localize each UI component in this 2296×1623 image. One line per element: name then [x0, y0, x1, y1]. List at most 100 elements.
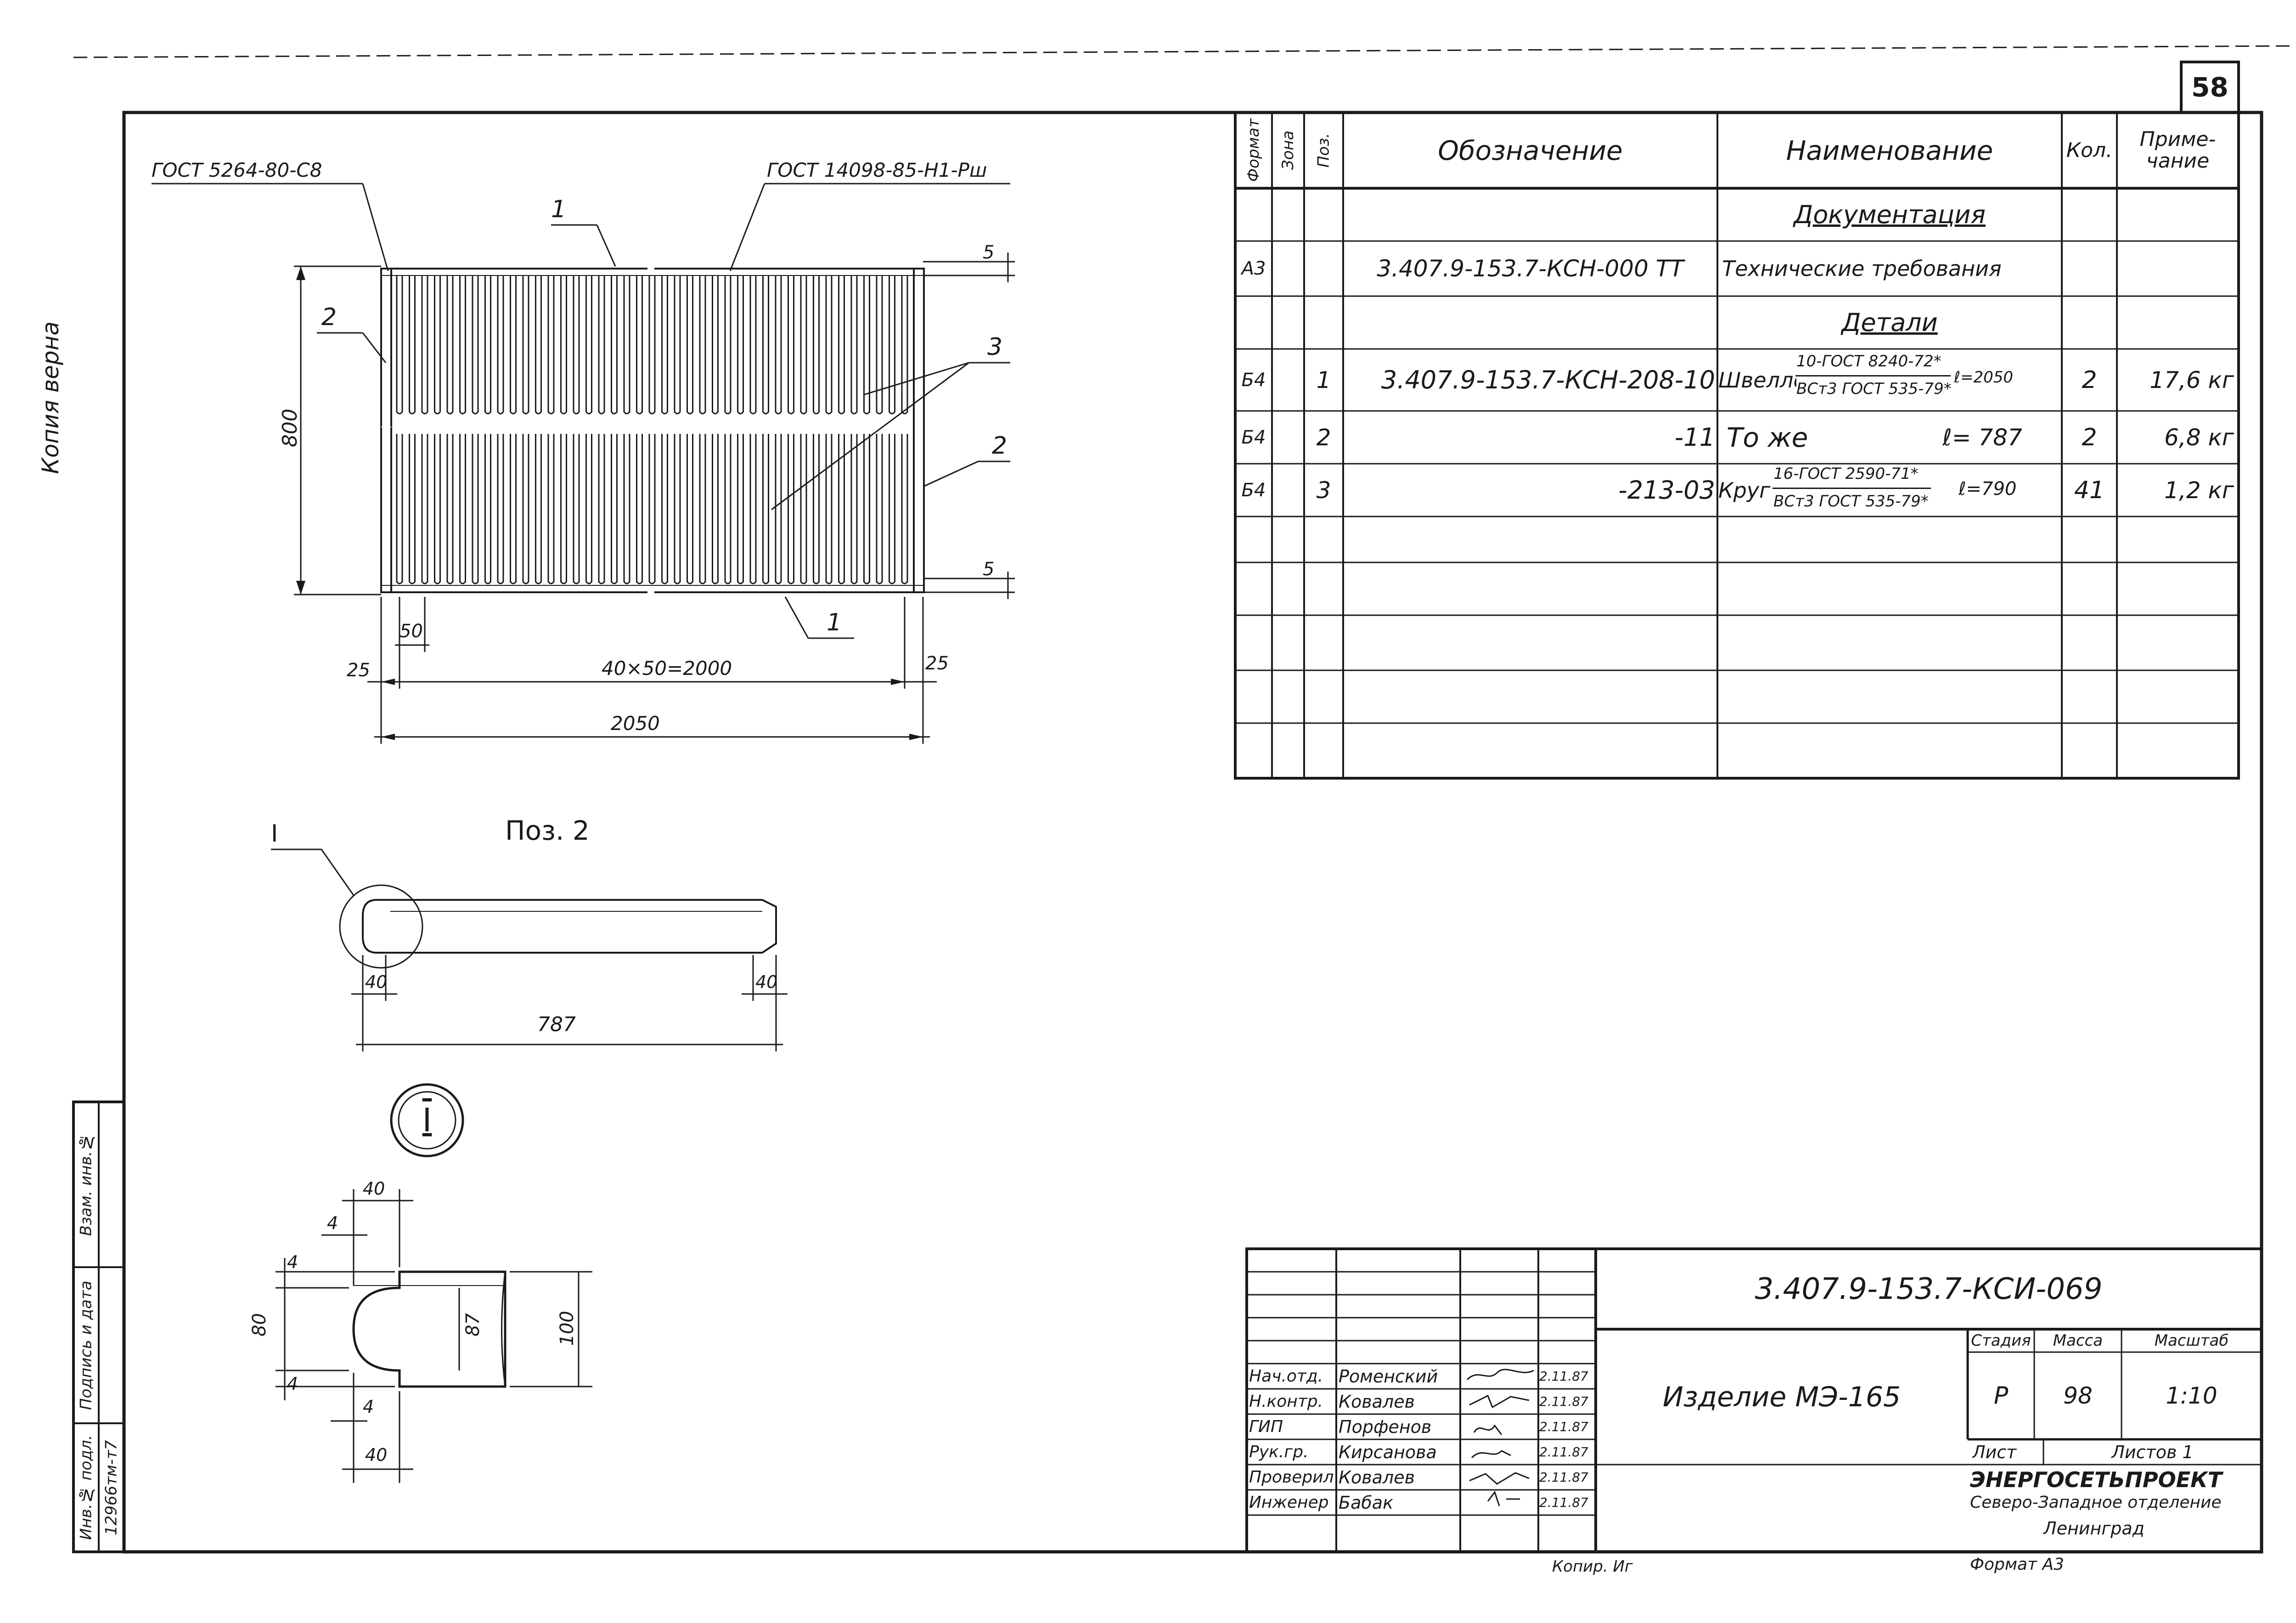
row3-pos: 3	[1316, 477, 1331, 504]
date-4: 2.11.87	[1539, 1470, 1588, 1485]
rod	[636, 275, 643, 415]
role-4: Проверил	[1249, 1468, 1334, 1487]
dim-bottom-gap: 5	[983, 559, 995, 580]
role-0: Нач.отд.	[1249, 1367, 1323, 1386]
dim-pitch-50: 50	[400, 621, 423, 642]
row1-fraction-bar	[1795, 375, 1951, 376]
stage-label: Стадия	[1971, 1331, 2031, 1350]
scale-label: Масштаб	[2154, 1331, 2229, 1350]
name-5: Бабак	[1339, 1492, 1394, 1513]
detail-dim-80: 80	[249, 1313, 270, 1337]
section-documentation: Документация	[1794, 200, 1986, 229]
rod	[585, 434, 592, 584]
rod	[661, 275, 668, 415]
row2-designation: -11	[1674, 423, 1715, 452]
rod	[510, 275, 517, 415]
role-1: Н.контр.	[1249, 1392, 1323, 1411]
mass-label: Масса	[2053, 1331, 2103, 1350]
org-city: Ленинград	[2043, 1518, 2144, 1539]
name-3: Кирсанова	[1339, 1442, 1437, 1462]
rod	[674, 275, 681, 415]
rod	[598, 434, 605, 584]
product-name: Изделие МЭ-165	[1662, 1381, 1901, 1413]
row3-qty: 41	[2074, 476, 2105, 504]
rod	[838, 275, 845, 415]
pos2-dim-right: 40	[755, 972, 778, 992]
row3-designation: -213-03	[1618, 476, 1715, 505]
date-5: 2.11.87	[1539, 1495, 1588, 1510]
row2-pos: 2	[1316, 424, 1331, 451]
org-name: ЭНЕРГОСЕТЬПРОЕКТ	[1970, 1467, 2223, 1492]
header-designation: Обозначение	[1438, 135, 1623, 166]
rod	[522, 275, 529, 415]
detail-I-mark: I	[422, 1101, 432, 1139]
rod	[901, 275, 908, 415]
rod	[687, 434, 693, 584]
rod	[497, 275, 504, 415]
role-5: Инженер	[1249, 1493, 1329, 1512]
rod	[636, 434, 643, 584]
sheet-number: 58	[2191, 72, 2228, 103]
rod	[409, 434, 416, 584]
rod	[585, 275, 592, 415]
rod	[838, 434, 845, 584]
rod	[547, 434, 555, 584]
side-label-inv: Инв.№ подл.	[77, 1435, 96, 1540]
rod	[775, 434, 782, 584]
rod	[850, 275, 858, 415]
row3-note: 1,2 кг	[2164, 477, 2234, 504]
rod	[547, 275, 555, 415]
rod	[901, 434, 908, 584]
row2-length: ℓ= 787	[1942, 424, 2022, 451]
detail-dim-bot40: 40	[365, 1445, 388, 1465]
rod	[749, 275, 757, 415]
rod	[573, 275, 580, 415]
rod	[421, 434, 428, 584]
rod	[611, 275, 618, 415]
row1-qty: 2	[2082, 366, 2097, 394]
rod	[648, 434, 656, 584]
dim-top-gap: 5	[983, 242, 995, 263]
rod	[800, 434, 807, 584]
gost-mesh-label: ГОСТ 14098-85-Н1-Рш	[767, 159, 987, 181]
rod	[396, 275, 403, 415]
header-format: Формат	[1244, 118, 1263, 182]
rod	[522, 434, 529, 584]
rod	[699, 434, 706, 584]
row3-name-main: Круг	[1718, 477, 1771, 503]
detail-dim-100: 100	[557, 1311, 578, 1346]
callout-pos-1-bottom: 1	[827, 609, 842, 636]
rod	[712, 275, 719, 415]
rod	[800, 275, 807, 415]
rod	[409, 275, 416, 415]
rod	[472, 434, 479, 584]
doc-code: 3.407.9-153.7-КСИ-069	[1755, 1272, 2103, 1306]
rod	[484, 275, 491, 415]
date-3: 2.11.87	[1539, 1444, 1588, 1460]
rod	[434, 434, 441, 584]
detail-dim-left4a: 4	[287, 1252, 298, 1272]
rod	[446, 434, 454, 584]
rod	[825, 275, 833, 415]
header-note: Приме- чание	[2139, 128, 2216, 173]
rod	[712, 434, 719, 584]
rod	[850, 434, 858, 584]
mass-value: 98	[2063, 1382, 2093, 1409]
header-pos: Поз.	[1314, 133, 1333, 168]
row0-designation: 3.407.9-153.7-КСН-000 ТТ	[1377, 255, 1684, 282]
date-1: 2.11.87	[1539, 1394, 1588, 1409]
rod	[484, 434, 491, 584]
row1-name-top: 10-ГОСТ 8240-72*	[1796, 352, 1941, 371]
row1-designation: 3.407.9-153.7-КСН-208-10	[1381, 365, 1715, 394]
dim-height-800: 800	[278, 409, 302, 447]
row2-format: Б4	[1241, 427, 1266, 448]
rod	[535, 434, 542, 584]
row3-format: Б4	[1241, 479, 1266, 501]
row1-length: ℓ=2050	[1954, 368, 2014, 387]
rod	[788, 275, 794, 415]
rod	[421, 275, 428, 415]
rod	[648, 275, 656, 415]
row2-note: 6,8 кг	[2164, 424, 2234, 451]
pos2-title: Поз. 2	[505, 815, 590, 846]
